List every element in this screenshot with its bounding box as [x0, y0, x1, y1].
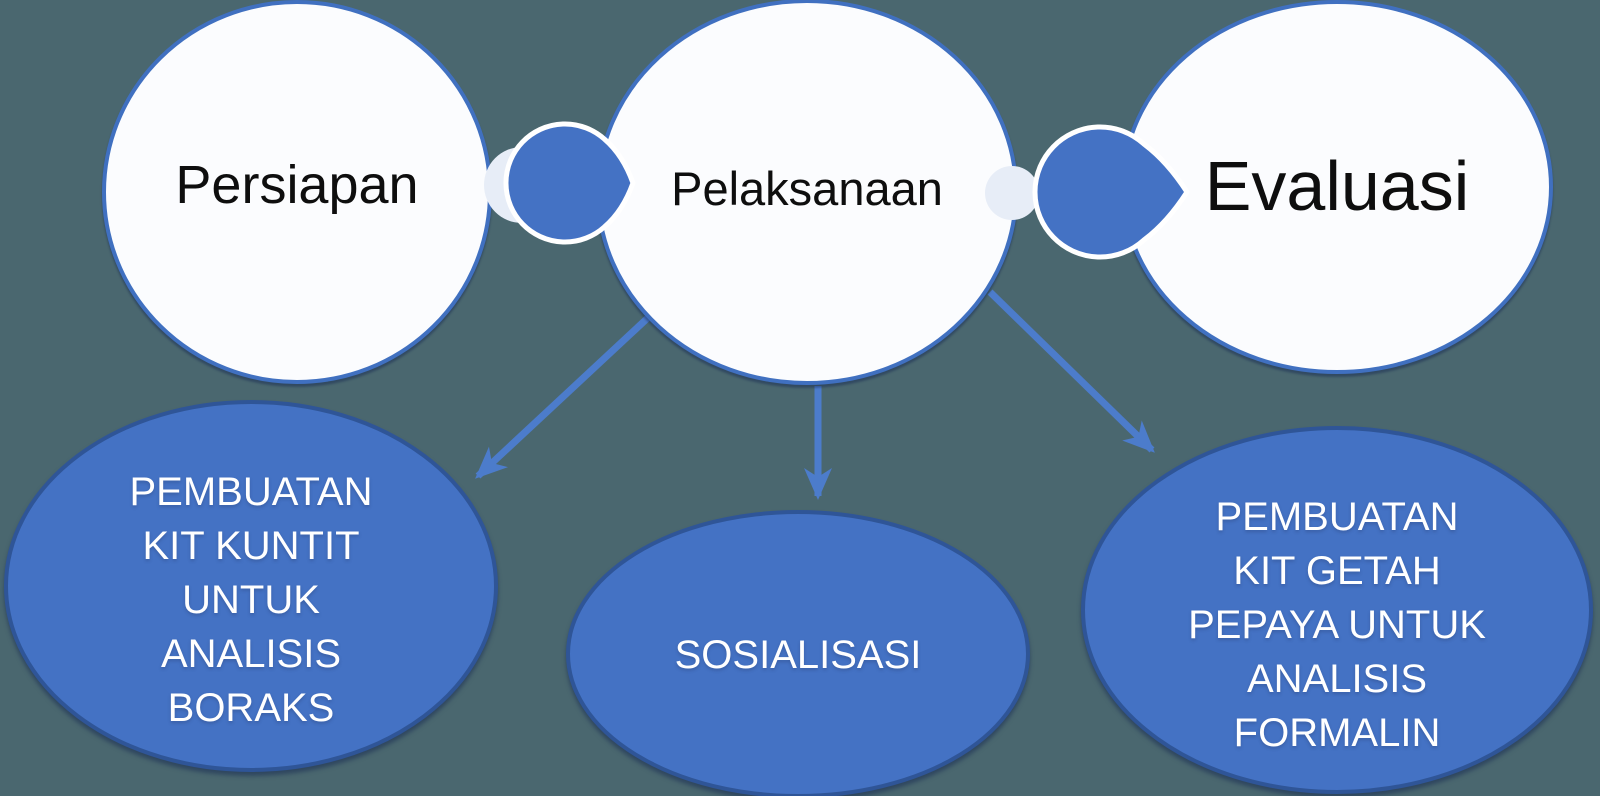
connector-teardrop-1: [503, 121, 636, 245]
arrow-to-boraks: [475, 311, 655, 479]
result-ellipse-sosialisasi: [566, 510, 1030, 796]
result-ellipse-formalin: [1081, 426, 1593, 794]
connector-highlight-circle-2: [985, 166, 1039, 220]
connector-teardrop-2: [1032, 124, 1190, 260]
result-ellipse-boraks: [4, 400, 498, 772]
stage-circle-evaluasi: [1121, 0, 1553, 374]
stage-circle-pelaksanaan: [596, 0, 1018, 385]
stage-circle-persiapan: [102, 0, 492, 384]
arrow-to-formalin: [987, 289, 1155, 453]
arrows: [475, 289, 1155, 500]
